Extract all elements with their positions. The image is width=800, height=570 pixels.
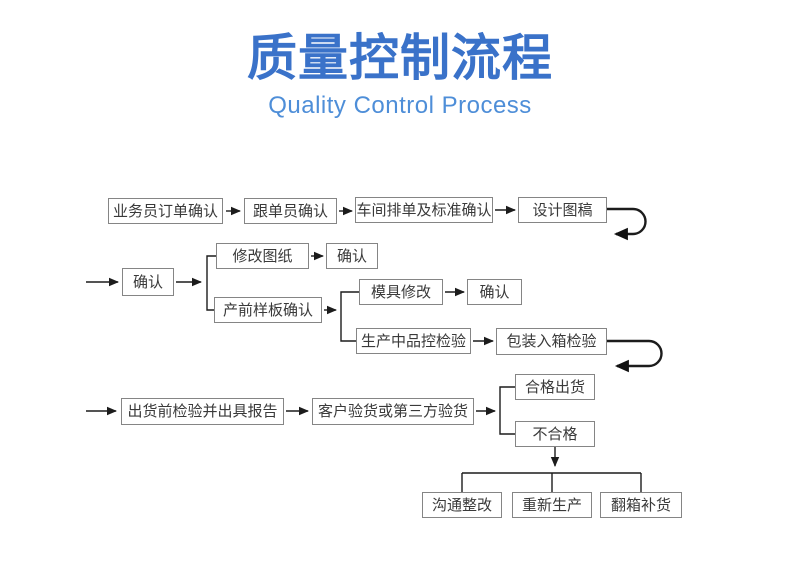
flow-node-communicate-rectify: 沟通整改 <box>422 492 502 518</box>
flow-node-pre-production-sample-confirmation: 产前样板确认 <box>214 297 322 323</box>
flow-node-salesman-order-confirmation: 业务员订单确认 <box>108 198 223 224</box>
row-wrap-arrow-2 <box>607 339 663 373</box>
branch-n5 <box>206 255 216 311</box>
flow-node-confirmation-1: 确认 <box>122 268 174 296</box>
flow-node-in-production-qc-inspection: 生产中品控检验 <box>356 328 471 354</box>
flow-node-workshop-scheduling-standard-confirmation: 车间排单及标准确认 <box>355 197 493 223</box>
flow-node-design-draft: 设计图稿 <box>518 197 607 223</box>
branch-n8 <box>340 291 359 342</box>
flow-node-mold-modification: 模具修改 <box>359 279 443 305</box>
flow-node-confirmation-3: 确认 <box>467 279 522 305</box>
flow-node-pre-shipment-inspection-report: 出货前检验并出具报告 <box>121 398 284 425</box>
row-wrap-arrow-1 <box>607 207 647 241</box>
branch-n14 <box>499 386 515 435</box>
flow-node-re-production: 重新生产 <box>512 492 592 518</box>
flow-node-unpack-replenish: 翻箱补货 <box>600 492 682 518</box>
flow-node-confirmation-2: 确认 <box>326 243 378 269</box>
flow-node-unqualified: 不合格 <box>515 421 595 447</box>
flow-node-packing-inspection: 包装入箱检验 <box>496 328 607 355</box>
page-title: 质量控制流程 <box>247 30 553 86</box>
flow-node-revise-drawing: 修改图纸 <box>216 243 309 269</box>
flow-node-qualified-shipment: 合格出货 <box>515 374 595 400</box>
flow-node-merchandiser-confirmation: 跟单员确认 <box>244 198 337 224</box>
flow-node-customer-or-third-party-inspection: 客户验货或第三方验货 <box>312 398 474 425</box>
page-subtitle: Quality Control Process <box>268 92 532 119</box>
